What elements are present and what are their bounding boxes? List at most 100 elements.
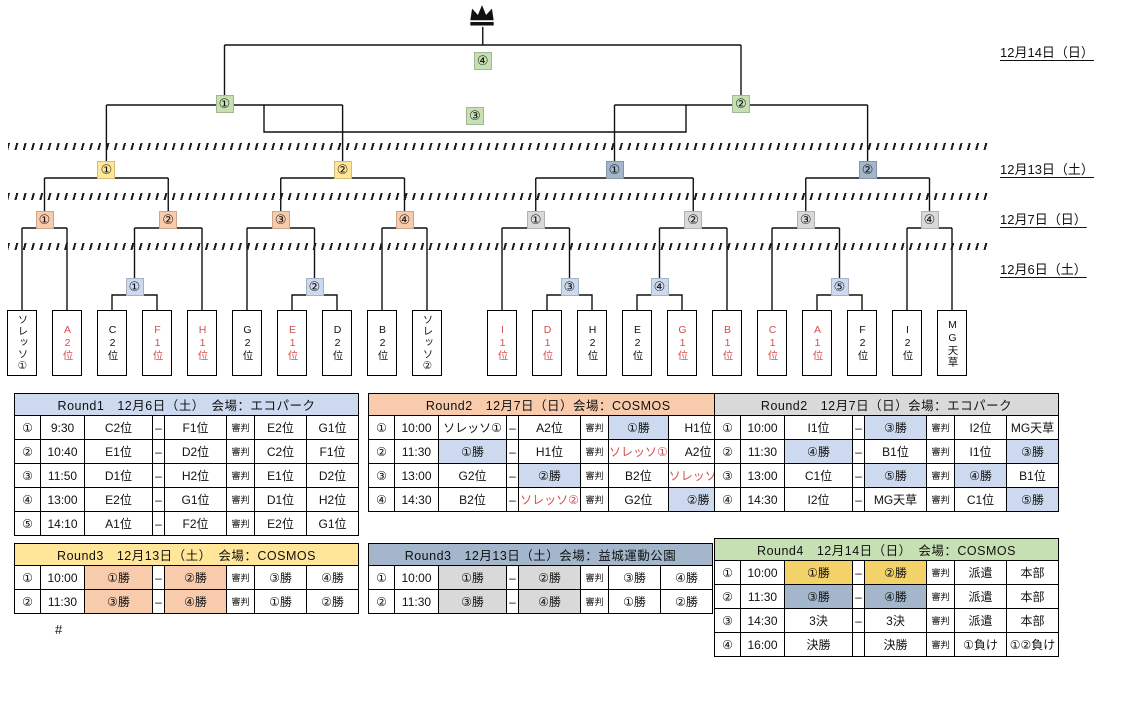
cell-referee1: ③勝 [254,565,307,590]
cell-team1: I1位 [784,415,853,440]
cell-match-no: ③ [368,463,395,488]
team-label: MG天草 [946,318,959,368]
cell-referee1: E2位 [254,415,307,440]
cell-referee-label: 審判 [226,487,255,512]
team-label: B2位 [376,324,389,362]
cell-team1: E2位 [84,487,153,512]
cell-referee2: ②勝 [306,589,359,614]
cell-time: 13:00 [394,463,439,488]
cell-time: 10:00 [394,415,439,440]
cell-team1: C2位 [84,415,153,440]
cell-match-no: ① [714,560,741,585]
cell-vs-dash: – [506,487,519,512]
cell-match-no: ① [14,415,41,440]
cell-referee2: ③勝 [1006,439,1059,464]
team-label: D1位 [541,324,554,362]
cell-referee2: 本部 [1006,560,1059,585]
cell-referee1: ソレッソ① [608,439,669,464]
cell-referee-label: 審判 [580,565,609,590]
cell-referee2: ②勝 [660,589,713,614]
cell-time: 11:30 [740,439,785,464]
team-box-12: D1位 [532,310,562,376]
team-box-9: B2位 [367,310,397,376]
cell-time: 13:00 [740,463,785,488]
team-label: F1位 [151,324,164,362]
cell-team2: ④勝 [164,589,227,614]
cell-referee2: 本部 [1006,584,1059,609]
match-badge-lavender-1: ① [125,278,144,296]
cell-referee-label: 審判 [926,560,955,585]
cell-match-no: ① [14,565,41,590]
date-label-dec13: 12月13日（土） [1000,162,1094,177]
cell-team2: ②勝 [864,560,927,585]
team-label: E1位 [286,324,299,362]
cell-match-no: ② [368,589,395,614]
cell-vs-dash: – [852,487,865,512]
cell-team2: ④勝 [864,584,927,609]
cell-referee-label: 審判 [926,439,955,464]
cell-vs-dash: – [152,415,165,440]
cell-vs-dash: – [506,439,519,464]
date-label-dec14: 12月14日（日） [1000,45,1094,60]
cell-referee-label: 審判 [226,565,255,590]
cell-team1: ③勝 [438,589,507,614]
team-box-11: I1位 [487,310,517,376]
cell-referee-label: 審判 [926,415,955,440]
cell-team2: H2位 [164,463,227,488]
cell-vs-dash [852,632,865,657]
team-label: H2位 [586,324,599,362]
cell-referee2: H2位 [306,487,359,512]
cell-referee1: E2位 [254,511,307,536]
table-title: Round2 12月7日（日）会場：COSMOS [368,393,729,416]
team-label: I1位 [496,324,509,362]
match-badge-gray-10: ① [526,211,545,229]
match-badge-gray-12: ③ [796,211,815,229]
cell-match-no: ② [368,439,395,464]
cell-team1: I2位 [784,487,853,512]
cell-team2: ④勝 [518,589,581,614]
cell-team2: G1位 [164,487,227,512]
match-badge-peach-9: ④ [395,211,414,229]
cell-time: 10:00 [394,565,439,590]
cell-vs-dash: – [506,589,519,614]
cell-vs-dash: – [506,565,519,590]
cell-match-no: ④ [714,487,741,512]
cell-team2: F1位 [164,415,227,440]
team-label: C2位 [106,324,119,362]
cell-referee-label: 審判 [926,608,955,633]
cell-time: 10:40 [40,439,85,464]
cell-referee1: ①勝 [254,589,307,614]
match-badge-lavender-3: ③ [560,278,579,296]
cell-vs-dash: – [852,584,865,609]
footnote-hash: # [55,622,63,637]
cell-referee-label: 審判 [226,511,255,536]
cell-referee2: MG天草 [1006,415,1059,440]
match-badge-gray-11: ② [684,211,703,229]
team-box-14: E2位 [622,310,652,376]
cell-vs-dash: – [852,415,865,440]
cell-vs-dash: – [852,463,865,488]
cell-referee2: ④勝 [660,565,713,590]
cell-referee2: ①②負け [1006,632,1059,657]
cell-referee-label: 審判 [580,439,609,464]
cell-time: 14:10 [40,511,85,536]
team-box-17: C1位 [757,310,787,376]
cell-referee-label: 審判 [226,415,255,440]
team-box-1: ソレッソ① [7,310,37,376]
team-box-10: ソレッソ② [412,310,442,376]
cell-match-no: ③ [714,463,741,488]
